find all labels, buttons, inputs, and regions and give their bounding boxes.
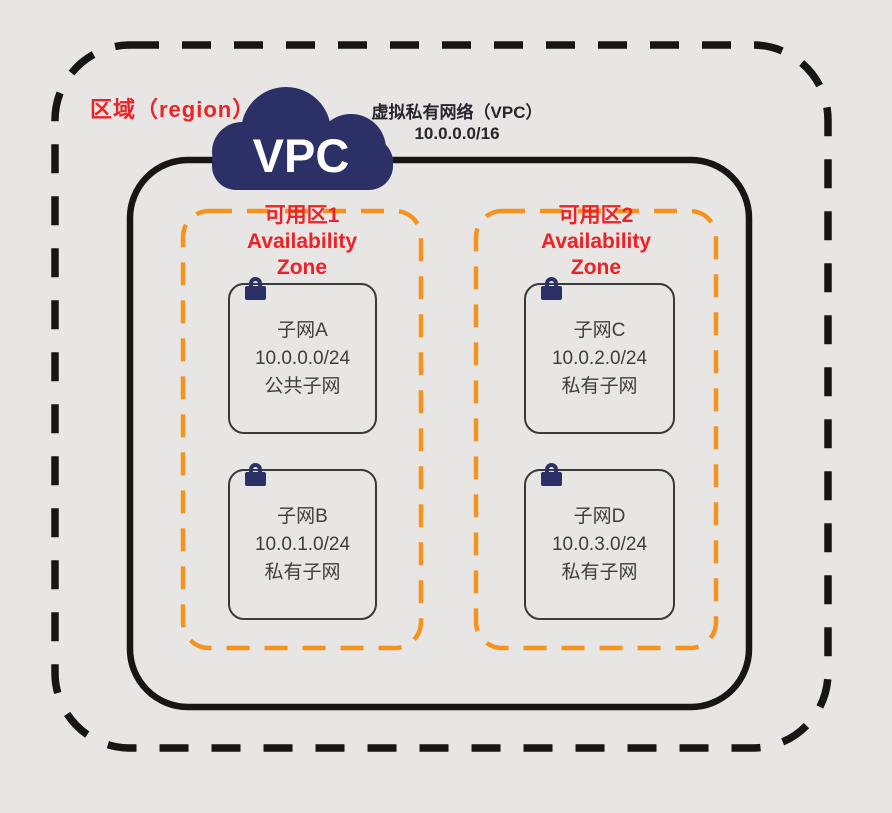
vpc-label: 虚拟私有网络（VPC） 10.0.0.0/16 [332, 102, 582, 144]
subnet-b-type: 私有子网 [264, 561, 341, 583]
region-dashed-border [51, 41, 832, 752]
lock-icon [245, 277, 269, 301]
vpc-title: 虚拟私有网络（VPC） [371, 103, 543, 122]
vpc-cloud-icon: VPC [212, 87, 393, 190]
subnet-c-name: 子网C [573, 319, 626, 341]
zone2-title-en-1: Availability [540, 230, 652, 253]
subnet-c-box: 子网C 10.0.2.0/24 私有子网 [524, 277, 675, 434]
subnet-d-cidr: 10.0.3.0/24 [551, 533, 648, 555]
subnet-a-type: 公共子网 [264, 375, 341, 397]
zone1-title-en-2: Zone [276, 256, 328, 279]
subnet-d-box: 子网D 10.0.3.0/24 私有子网 [524, 463, 675, 620]
zone2-title-cn: 可用区2 [558, 204, 634, 227]
zone1-dashed-border [180, 208, 424, 651]
subnet-b-cidr: 10.0.1.0/24 [254, 533, 351, 555]
zone2-title-en-2: Zone [570, 256, 622, 279]
zone2-header: 可用区2 Availability Zone [476, 203, 716, 281]
zone1-title-en-1: Availability [246, 230, 358, 253]
vpc-border [126, 156, 753, 711]
subnet-c-type: 私有子网 [561, 375, 638, 397]
subnet-b-name: 子网B [277, 505, 328, 527]
zone2-dashed-border [473, 208, 719, 651]
vpc-cloud-label: VPC [253, 129, 350, 182]
subnet-a-cidr: 10.0.0.0/24 [254, 347, 351, 369]
subnet-d-name: 子网D [573, 505, 626, 527]
subnet-a-box: 子网A 10.0.0.0/24 公共子网 [228, 277, 377, 434]
zone1-title-cn: 可用区1 [264, 204, 340, 227]
vpc-cidr: 10.0.0.0/16 [414, 124, 500, 143]
region-label: 区域（region） [90, 97, 256, 122]
subnet-a-name: 子网A [277, 319, 328, 341]
lock-icon [541, 463, 565, 487]
subnet-d-type: 私有子网 [561, 561, 638, 583]
zone1-header: 可用区1 Availability Zone [183, 203, 421, 281]
lock-icon [541, 277, 565, 301]
subnet-c-cidr: 10.0.2.0/24 [551, 347, 648, 369]
lock-icon [245, 463, 269, 487]
subnet-b-box: 子网B 10.0.1.0/24 私有子网 [228, 463, 377, 620]
